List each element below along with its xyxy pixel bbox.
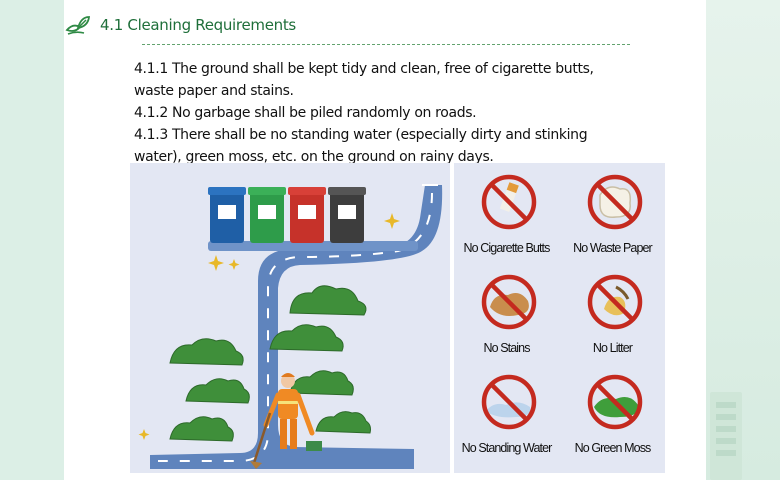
sign-label: No Waste Paper <box>573 241 653 255</box>
requirement-item: 4.1.1 The ground shall be kept tidy and … <box>134 61 594 99</box>
kitchen-bin-green <box>248 187 286 243</box>
street-sweeper-figure <box>250 373 322 469</box>
stain-icon <box>481 274 537 330</box>
sign-no-stains: No Stains <box>454 267 559 367</box>
recycle-bin-blue <box>208 187 246 243</box>
section-header: 4.1 Cleaning Requirements <box>64 10 564 40</box>
moss-icon <box>587 374 643 430</box>
sign-label: No Litter <box>592 341 633 355</box>
title-divider <box>142 44 630 45</box>
sign-no-cigarette-butts: No Cigarette Butts <box>454 167 559 267</box>
litter-icon <box>587 274 643 330</box>
leaf-hands-icon <box>64 13 92 37</box>
sign-no-waste-paper: No Waste Paper <box>560 167 665 267</box>
sign-no-litter: No Litter <box>560 267 665 367</box>
other-bin-gray <box>328 187 366 243</box>
hazardous-bin-red <box>288 187 326 243</box>
sign-label: No Green Moss <box>574 441 652 455</box>
sign-label: No Stains <box>483 341 530 355</box>
requirement-item: 4.1.3 There shall be no standing water (… <box>134 127 588 165</box>
requirement-item: 4.1.2 No garbage shall be piled randomly… <box>134 105 477 121</box>
sign-label: No Cigarette Butts <box>463 241 551 255</box>
requirements-text: 4.1.1 The ground shall be kept tidy and … <box>134 58 634 168</box>
sign-no-standing-water: No Standing Water <box>454 367 559 467</box>
water-icon <box>481 374 537 430</box>
prohibition-signs-panel: No Cigarette Butts No Waste Paper No Sta… <box>454 163 665 473</box>
sign-label: No Standing Water <box>461 441 553 455</box>
cigarette-icon <box>481 174 537 230</box>
section-title: 4.1 Cleaning Requirements <box>100 16 296 34</box>
sign-no-green-moss: No Green Moss <box>560 367 665 467</box>
background-building-decoration <box>710 392 742 480</box>
waste-paper-icon <box>587 174 643 230</box>
road-cleaning-illustration <box>130 163 450 473</box>
